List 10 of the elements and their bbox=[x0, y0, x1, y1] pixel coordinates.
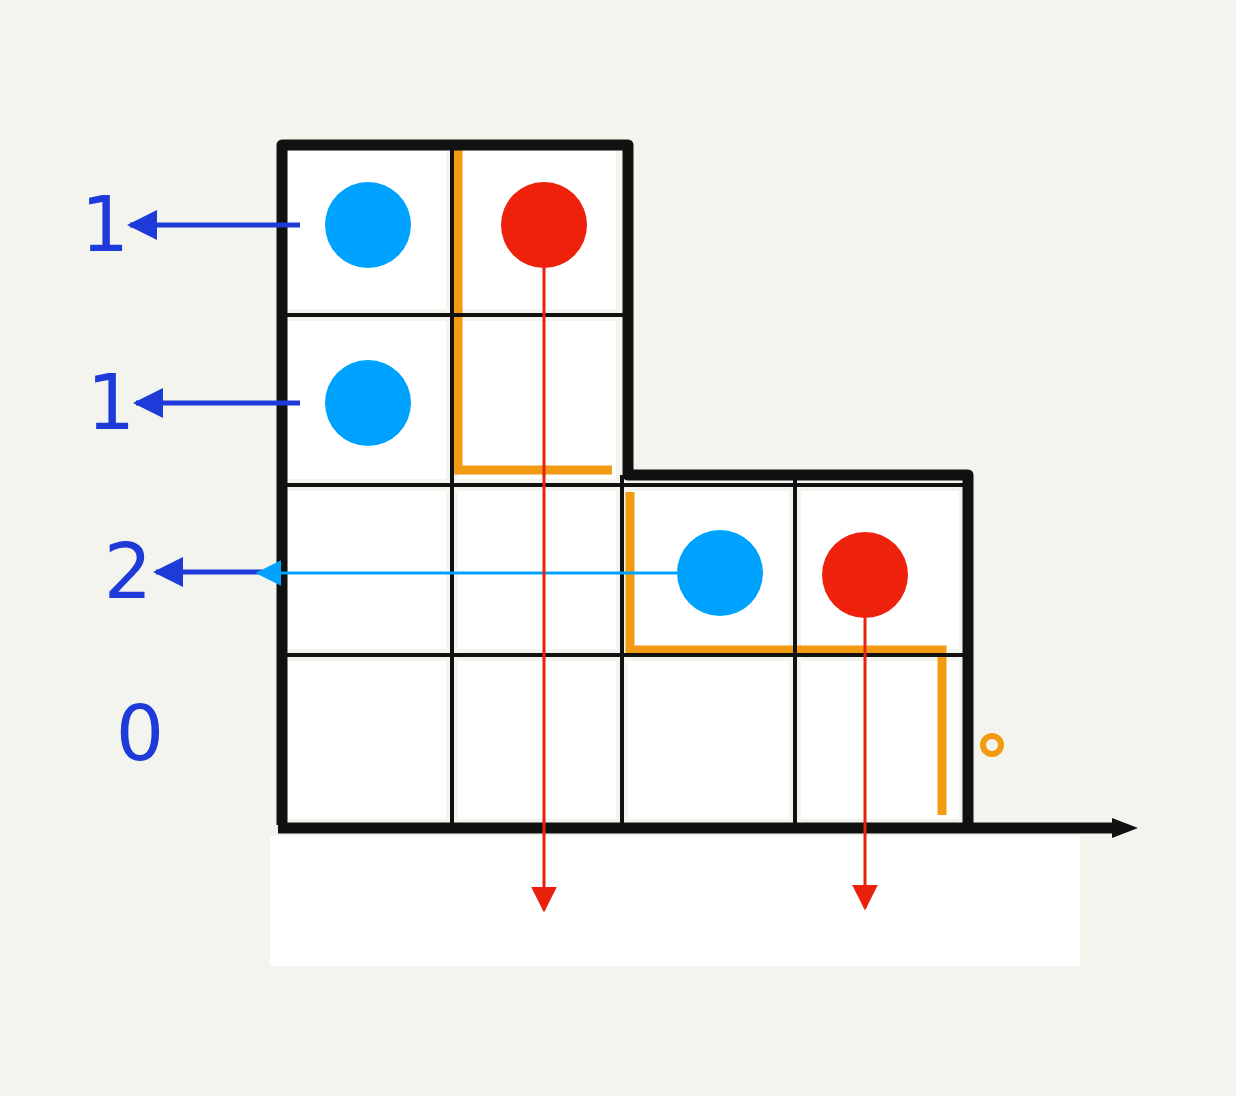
arrow bbox=[127, 210, 300, 240]
row-count: 1 bbox=[80, 187, 130, 263]
arrow bbox=[133, 388, 300, 418]
row-count: 0 bbox=[112, 696, 168, 772]
arrow bbox=[852, 618, 878, 911]
arrow bbox=[153, 557, 262, 587]
arrow bbox=[255, 560, 677, 586]
row-count: 1 bbox=[86, 365, 136, 441]
row-count: 2 bbox=[100, 534, 156, 610]
arrow bbox=[531, 268, 557, 913]
